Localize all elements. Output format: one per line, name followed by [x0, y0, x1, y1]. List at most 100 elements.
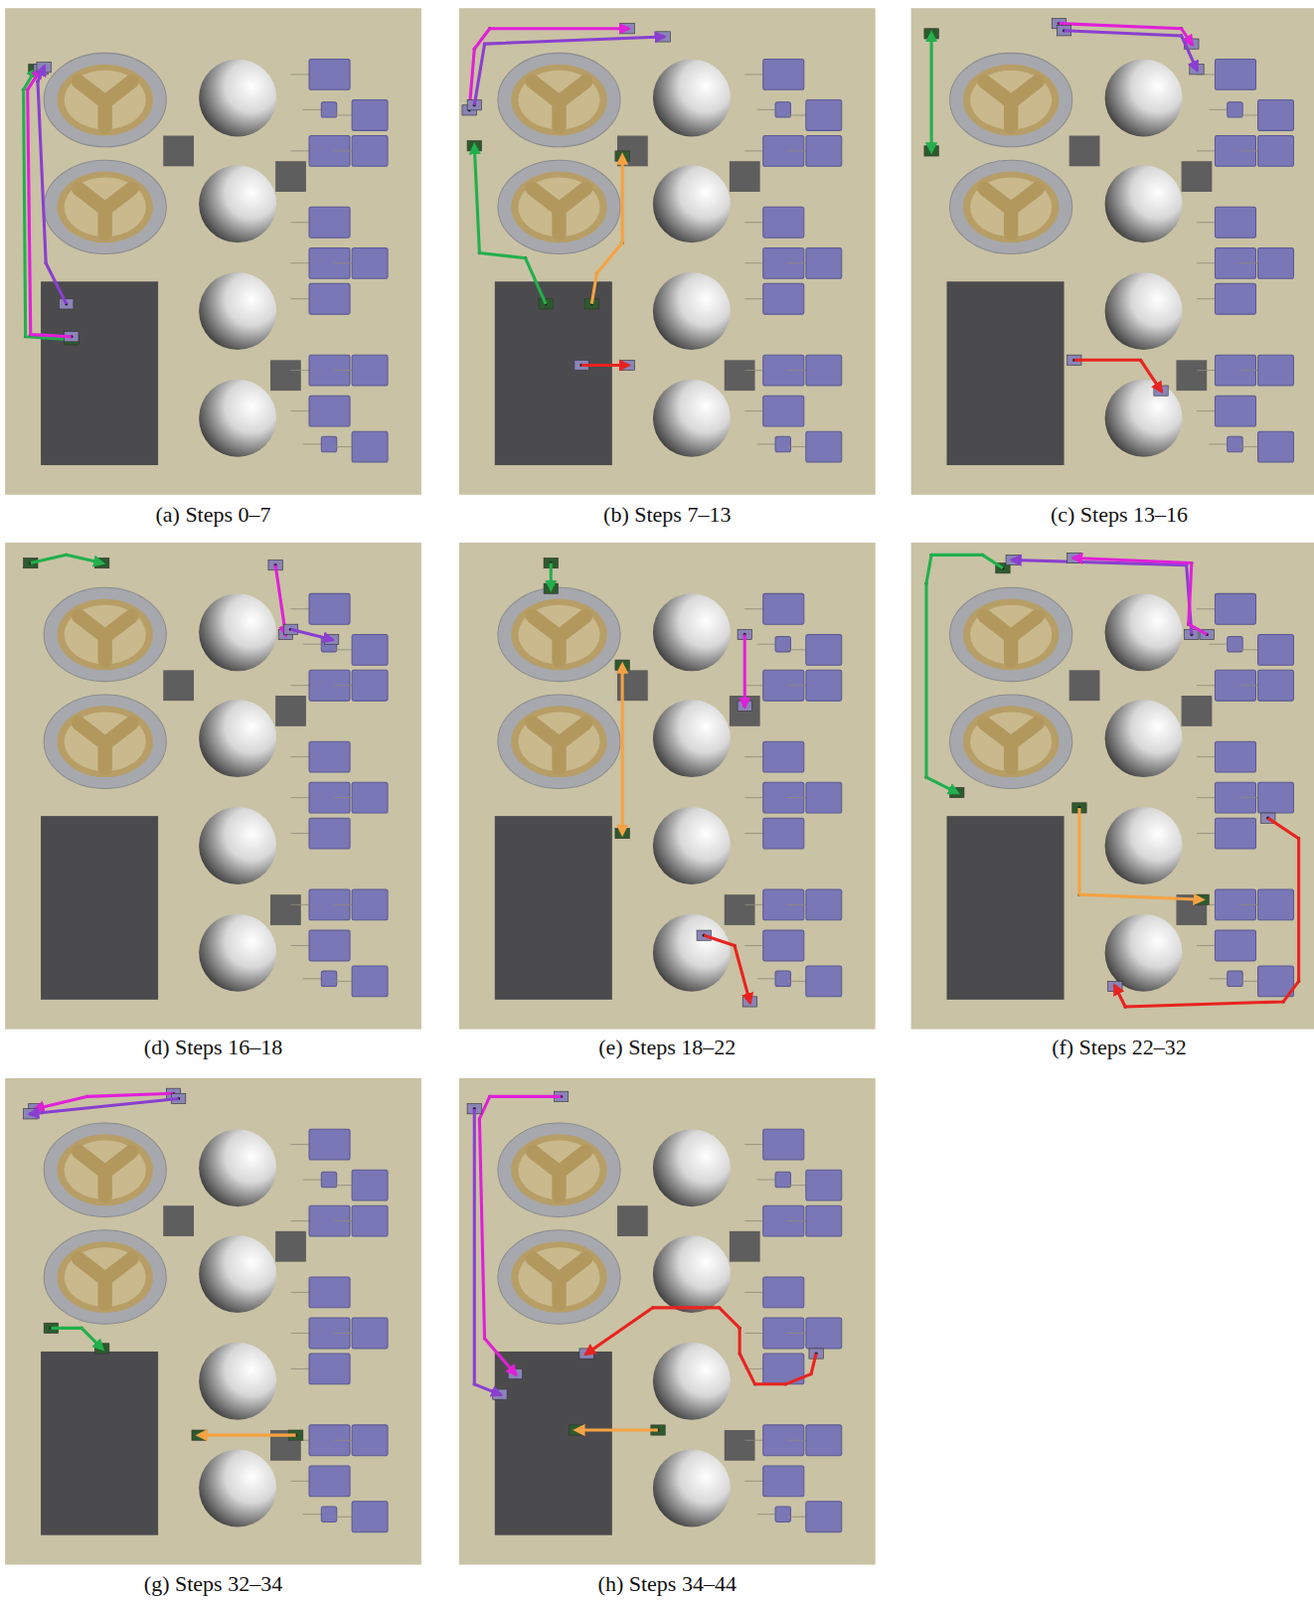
- solar-panel: [309, 395, 350, 427]
- solar-panel: [1258, 669, 1295, 701]
- panel-caption: (e) Steps 18–22: [598, 1034, 736, 1061]
- cable: [291, 1220, 310, 1222]
- cable: [744, 756, 763, 758]
- cable: [291, 410, 310, 412]
- cable: [744, 797, 763, 799]
- dome: [198, 914, 277, 992]
- cable: [787, 1220, 806, 1222]
- habitat: [963, 705, 1059, 778]
- cable: [1239, 981, 1258, 983]
- depot: [270, 894, 302, 926]
- trajectory-arrow: [30, 1098, 179, 1114]
- dome: [653, 272, 731, 350]
- cable: [333, 1220, 352, 1222]
- solar-panel: [806, 782, 842, 814]
- solar-panel: [806, 1317, 842, 1349]
- habitat-ring: [43, 1123, 166, 1217]
- cable: [1239, 150, 1258, 152]
- trajectory-arrow: [1115, 818, 1300, 1007]
- cable: [744, 1440, 763, 1442]
- panel-caption: (c) Steps 13–16: [1050, 501, 1188, 528]
- cable: [291, 73, 310, 75]
- cable: [744, 1480, 763, 1482]
- cable: [787, 904, 806, 906]
- solar-panel: [763, 59, 805, 91]
- solar-panel: [763, 1466, 805, 1497]
- habitat-y: [532, 1259, 586, 1305]
- trajectory-arrow: [198, 1434, 297, 1438]
- rover: [1153, 385, 1168, 396]
- landing-pad: [40, 281, 159, 466]
- cable: [1196, 608, 1215, 610]
- solar-panel: [351, 136, 388, 167]
- cable: [744, 1332, 763, 1334]
- cable: [1196, 684, 1215, 686]
- habitat-floor: [970, 70, 1052, 131]
- map-panel: [4, 542, 422, 1030]
- habitat-ring: [950, 52, 1073, 147]
- solar-panel: [351, 966, 388, 997]
- habitat-y: [78, 1151, 132, 1197]
- solar-panel: [763, 395, 805, 427]
- cable: [1208, 644, 1227, 646]
- cable: [744, 262, 763, 264]
- cable: [291, 1332, 310, 1334]
- solar-panel: [763, 593, 805, 625]
- habitat-floor: [64, 177, 147, 238]
- cable: [291, 756, 310, 758]
- solar-panel: [309, 283, 350, 315]
- dome: [1105, 699, 1183, 778]
- solar-panel: [351, 634, 388, 665]
- habitat-floor: [517, 70, 600, 131]
- trajectory-arrow: [621, 664, 625, 833]
- trajectory-arrow: [474, 146, 546, 305]
- cable: [333, 981, 352, 983]
- solar-panel: [1258, 966, 1295, 997]
- cable: [1196, 221, 1215, 223]
- solar-panel: [351, 669, 388, 701]
- dome: [653, 379, 731, 458]
- solar-panel: [1214, 930, 1256, 962]
- trajectory-arrow: [1079, 808, 1202, 900]
- cable: [744, 1144, 763, 1146]
- cable: [744, 369, 763, 371]
- depot: [1069, 136, 1101, 167]
- depot: [724, 894, 756, 926]
- dome: [653, 1450, 731, 1528]
- solar-panel: [351, 1425, 388, 1457]
- rover: [696, 930, 711, 941]
- cable: [787, 649, 806, 651]
- cable: [333, 904, 352, 906]
- terrain: [4, 1078, 422, 1566]
- dome: [198, 379, 277, 458]
- terrain: [911, 542, 1314, 1030]
- solar-panel: [806, 431, 842, 463]
- solar-panel: [321, 436, 336, 452]
- habitat-y: [984, 723, 1037, 769]
- panel-caption: (b) Steps 7–13: [603, 501, 731, 528]
- dome: [653, 593, 731, 671]
- cable: [787, 369, 806, 371]
- trajectory-arrow: [576, 1428, 658, 1432]
- landing-pad: [40, 1351, 159, 1536]
- habitat-y: [78, 616, 132, 661]
- solar-panel: [806, 669, 842, 701]
- cable: [1196, 945, 1215, 947]
- map-panel: [4, 1078, 422, 1566]
- solar-panel: [351, 100, 388, 132]
- habitat-ring: [950, 587, 1073, 681]
- cable: [744, 150, 763, 152]
- habitat-ring: [43, 1230, 166, 1324]
- cable: [1239, 684, 1258, 686]
- dome: [198, 1450, 277, 1528]
- trajectory-arrow: [703, 935, 750, 1002]
- habitat-floor: [970, 177, 1052, 238]
- habitat-y: [78, 723, 132, 769]
- cable: [303, 978, 322, 980]
- solar-panel: [763, 206, 805, 238]
- dome: [653, 699, 731, 778]
- dome: [1105, 914, 1183, 992]
- trajectory-arrow: [930, 33, 934, 152]
- cable: [1196, 262, 1215, 264]
- trajectory-arrow: [926, 554, 1003, 793]
